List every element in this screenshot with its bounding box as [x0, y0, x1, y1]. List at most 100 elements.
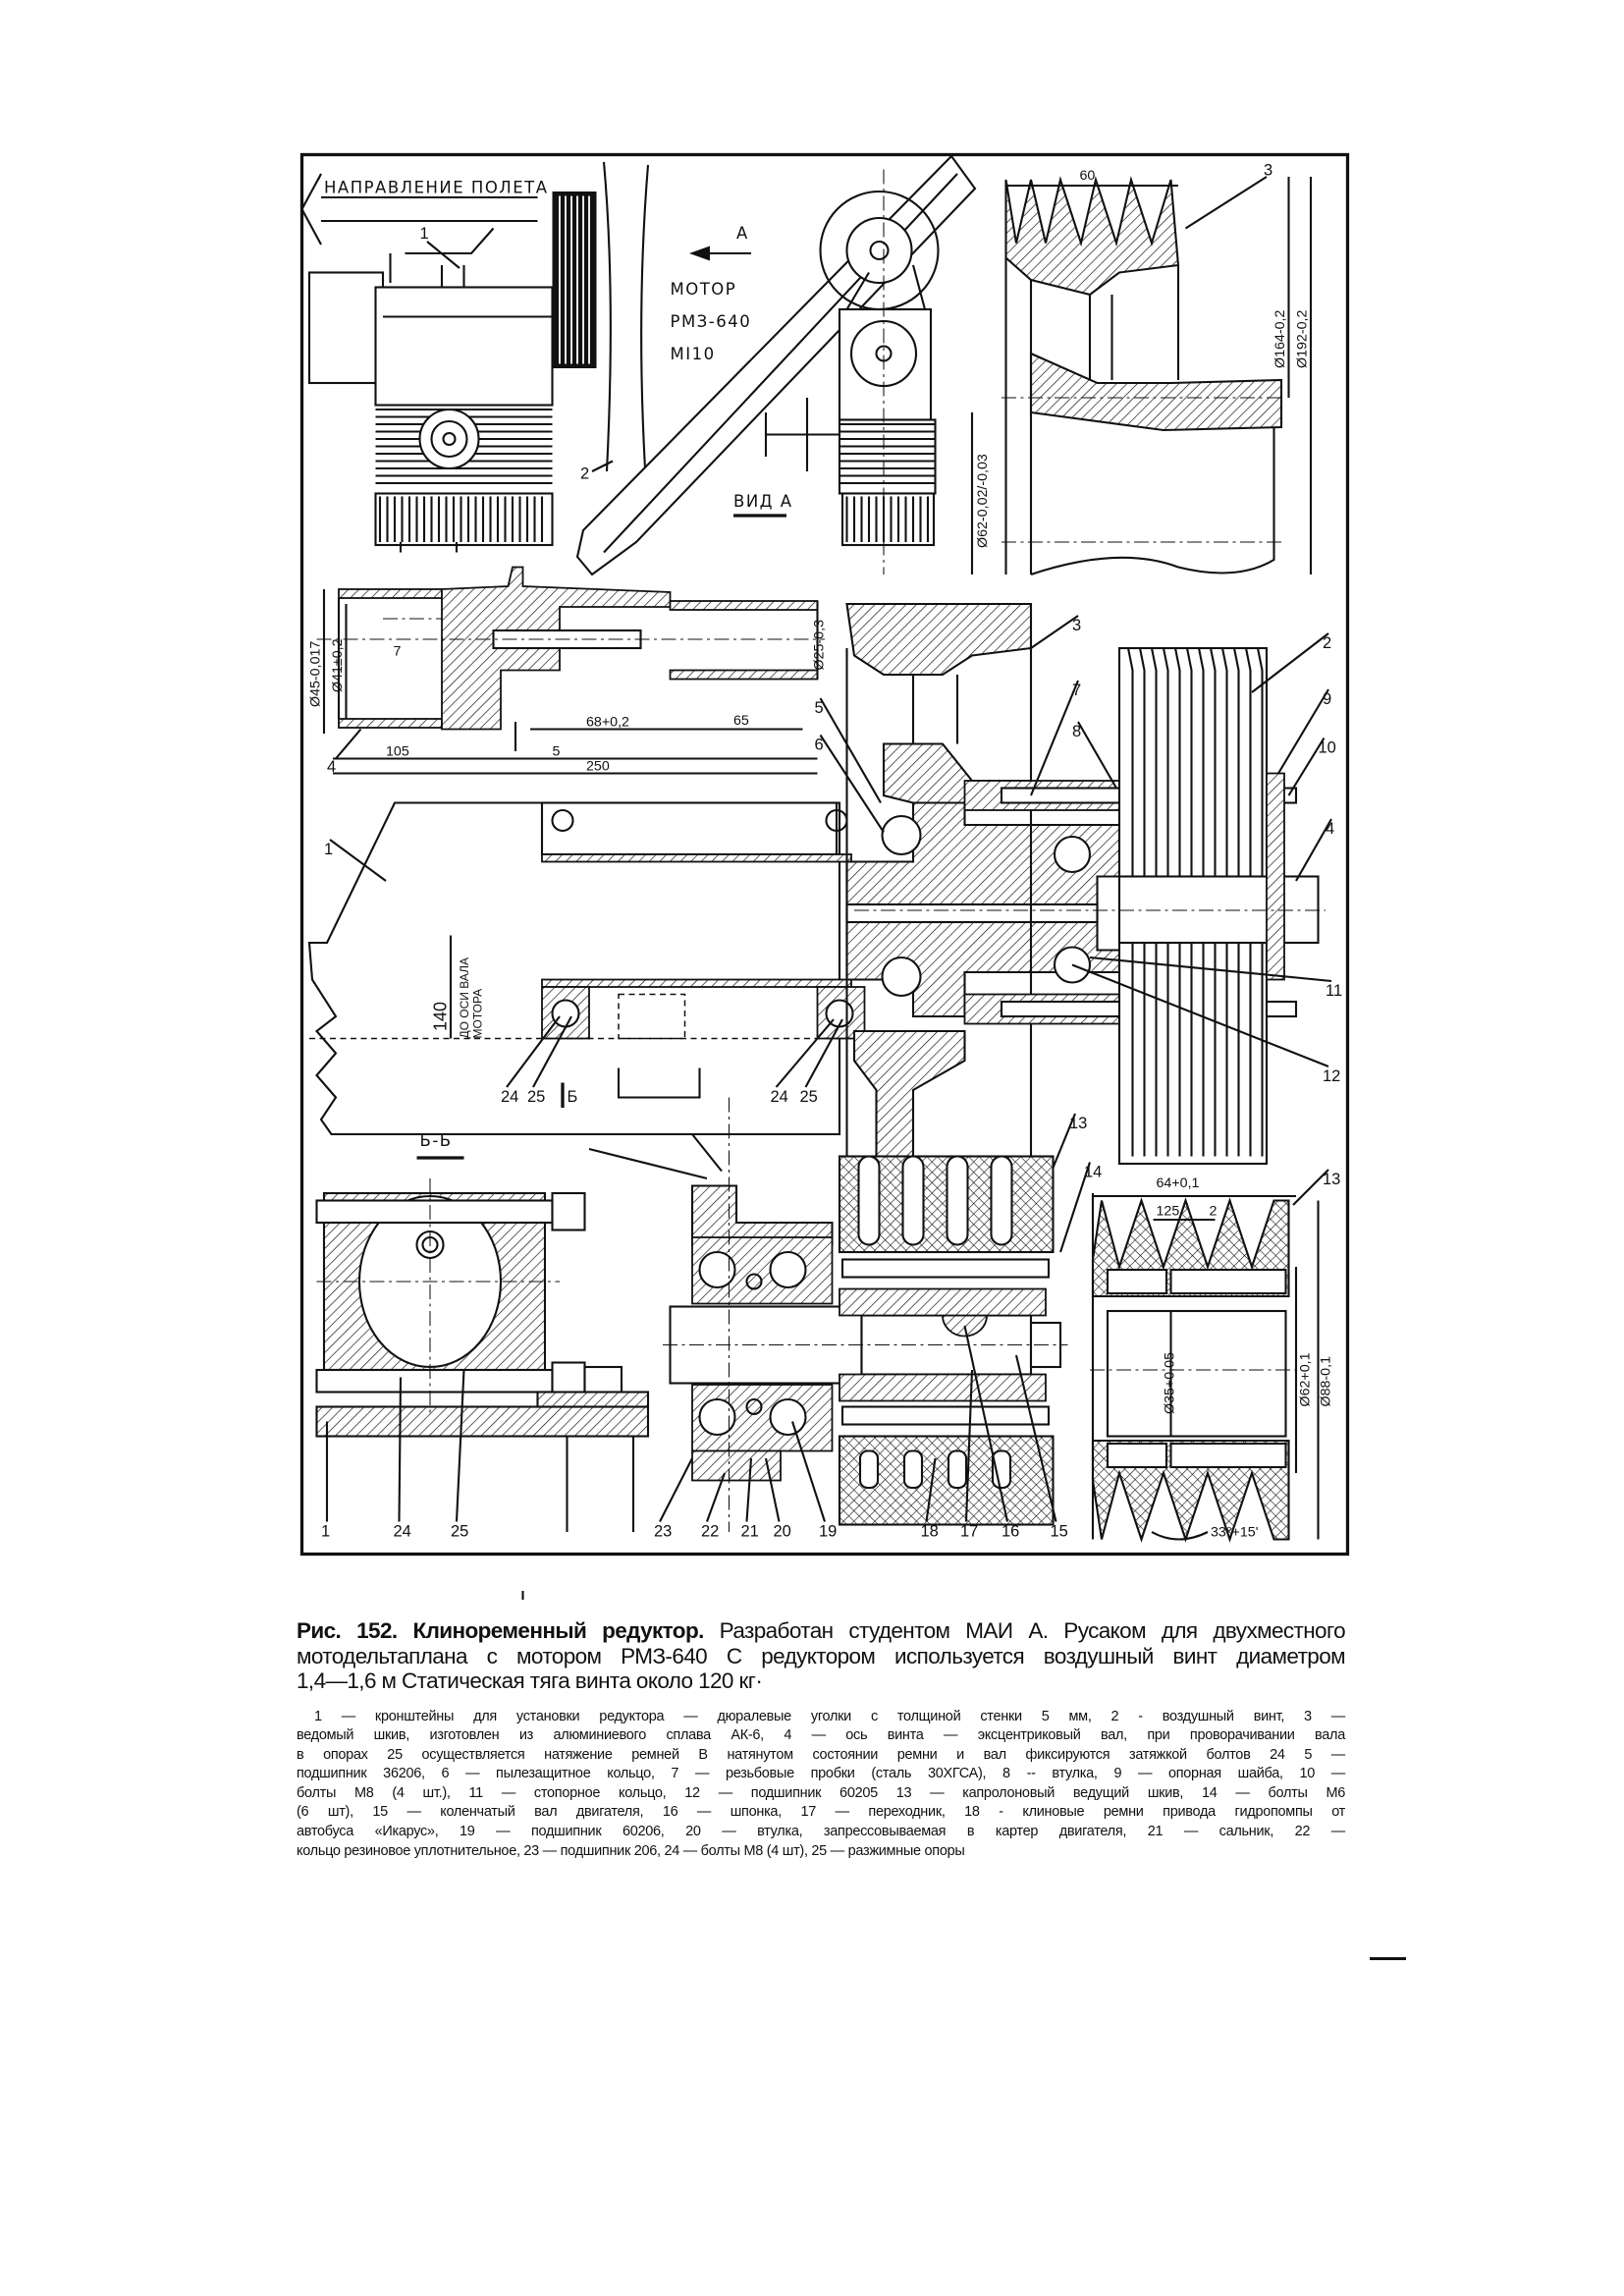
callout-leader — [964, 1369, 974, 1522]
legend-line: (6 шт), 15 — коленчатый вал двигателя, 1… — [297, 1804, 1345, 1821]
motor-label-line: МОТОР — [671, 280, 737, 299]
callout: 23 — [654, 1523, 672, 1541]
callout-leader — [1277, 688, 1329, 775]
dim-d41: Ø41±0,2 — [330, 638, 346, 692]
dim-w64: 64+0,1 — [1157, 1175, 1200, 1191]
dim-d35: Ø35+0,05 — [1163, 1352, 1178, 1414]
callout: 9 — [1323, 690, 1331, 708]
callout: 1 — [420, 225, 429, 243]
dim-l5: 5 — [553, 744, 561, 760]
dim-l105: 105 — [386, 744, 409, 760]
callout-leader — [1071, 963, 1329, 1067]
flight-direction-arrow: НАПРАВЛЕНИЕ ПОЛЕТА — [300, 173, 547, 246]
callout: 6 — [815, 737, 824, 754]
callout: 4 — [1326, 820, 1334, 838]
caption-text: Разработан студентом МАИ А. Русаком для … — [719, 1618, 1346, 1643]
dim-d62: Ø62+0,1 — [1298, 1352, 1314, 1406]
view-a-engine — [575, 154, 977, 576]
view-a-arrow: А — [689, 224, 751, 261]
section-label: Б-Б — [420, 1131, 453, 1150]
driven-pulley-detail — [970, 176, 1313, 575]
callout-leader — [659, 1457, 693, 1522]
caption-line: 1,4—1,6 м Статическая тяга винта около 1… — [297, 1668, 763, 1693]
dim-l65: 65 — [733, 713, 749, 729]
callout: 18 — [921, 1523, 939, 1541]
callout-leader — [532, 1015, 572, 1088]
callout: 24 — [771, 1088, 788, 1106]
callout-leader — [775, 1018, 835, 1088]
callout: 5 — [815, 699, 824, 717]
callout-leader — [706, 1472, 726, 1522]
dim-d88: Ø88-0,1 — [1319, 1356, 1334, 1407]
section-b-b — [315, 1178, 650, 1532]
dim-l68: 68+0,2 — [586, 715, 629, 731]
parts-legend: 1 — кронштейны для установки редуктора —… — [297, 1708, 1345, 1862]
callout-leader — [819, 697, 882, 804]
callout: 21 — [741, 1523, 759, 1541]
dim-d62-top: Ø62-0,02/-0,03 — [975, 454, 991, 548]
legend-line: 1 — кронштейны для установки редуктора —… — [314, 1708, 1345, 1724]
legend-line: болты М8 (4 шт.), 11 — стопорное кольцо,… — [297, 1784, 1345, 1801]
callout-leader — [745, 1457, 753, 1522]
dim-h140: 140 — [431, 1002, 451, 1031]
motor-label-line: РМЗ-640 — [671, 312, 752, 331]
callout-leader — [804, 1018, 843, 1088]
callout: 7 — [1072, 682, 1081, 699]
dim-d192: Ø192-0,2 — [1295, 310, 1311, 368]
callout: 16 — [1001, 1523, 1019, 1541]
callout-leader — [1077, 721, 1117, 790]
legend-line: ведомый шкив, изготовлен из алюминиевого… — [297, 1727, 1345, 1744]
callout-leader — [819, 734, 885, 834]
dim-d164: Ø164-0,2 — [1272, 310, 1288, 368]
callout-leader — [1089, 956, 1332, 983]
callout: 2 — [1323, 634, 1331, 652]
callout: 1 — [321, 1523, 330, 1541]
callout: 17 — [960, 1523, 978, 1541]
legend-line: автобуса «Икарус», 19 — подшипник 60206,… — [297, 1824, 1345, 1840]
dim-pitch-125: 125 — [1157, 1204, 1180, 1220]
view-a-label: ВИД А — [733, 492, 793, 511]
callout-leader — [1059, 1162, 1091, 1253]
callout: 24 — [501, 1088, 518, 1106]
callout-leader — [1251, 632, 1329, 693]
dim-d45: Ø45-0,017 — [308, 641, 324, 707]
drive-assembly — [588, 1097, 1068, 1532]
figure-title: Клиноременный редуктор. — [412, 1618, 704, 1643]
callout-leader — [1014, 1354, 1057, 1522]
callout-leader — [1287, 737, 1326, 796]
callout-leader — [925, 1457, 937, 1522]
callout: 1 — [324, 841, 333, 858]
callout: 22 — [701, 1523, 719, 1541]
page-footer-dash — [1370, 1957, 1406, 1960]
dim-d25: Ø25-0,3 — [812, 620, 828, 671]
dim-pitch-2: 2 — [1210, 1204, 1218, 1220]
callout: 8 — [1072, 723, 1081, 740]
section-mark: Б — [568, 1088, 578, 1106]
callout: 13 — [1323, 1171, 1340, 1188]
drawing-frame — [299, 152, 1350, 1557]
callout: 15 — [1051, 1523, 1068, 1541]
axis-note: ДО ОСИ ВАЛА — [458, 957, 471, 1039]
callout: 3 — [1264, 162, 1272, 180]
callout-leader — [1030, 615, 1079, 649]
callout-leader — [329, 839, 387, 882]
callout-leader — [1292, 1169, 1329, 1206]
callout: 25 — [451, 1523, 468, 1541]
callout-leader — [455, 1369, 465, 1522]
callout: 12 — [1323, 1067, 1340, 1085]
callout: 25 — [527, 1088, 545, 1106]
dim-pulley-width: 60 — [1080, 168, 1096, 184]
caption-line: мотодельтаплана с мотором РМЗ-640 С реду… — [297, 1643, 1346, 1668]
callout-leader — [963, 1325, 1009, 1522]
callout-leader — [506, 1015, 561, 1088]
callout: 4 — [327, 758, 336, 776]
figure-caption: Рис. 152. Клиноременный редуктор. Разраб… — [297, 1618, 1346, 1862]
callout-leader — [1030, 680, 1079, 796]
motor-label-line: МI10 — [671, 345, 716, 363]
legend-line: кольцо резиновое уплотнительное, 23 — по… — [297, 1842, 965, 1859]
callout: 10 — [1319, 739, 1336, 757]
callout: 25 — [800, 1088, 818, 1106]
eccentric-shaft-detail — [316, 566, 825, 775]
callout: 19 — [819, 1523, 837, 1541]
